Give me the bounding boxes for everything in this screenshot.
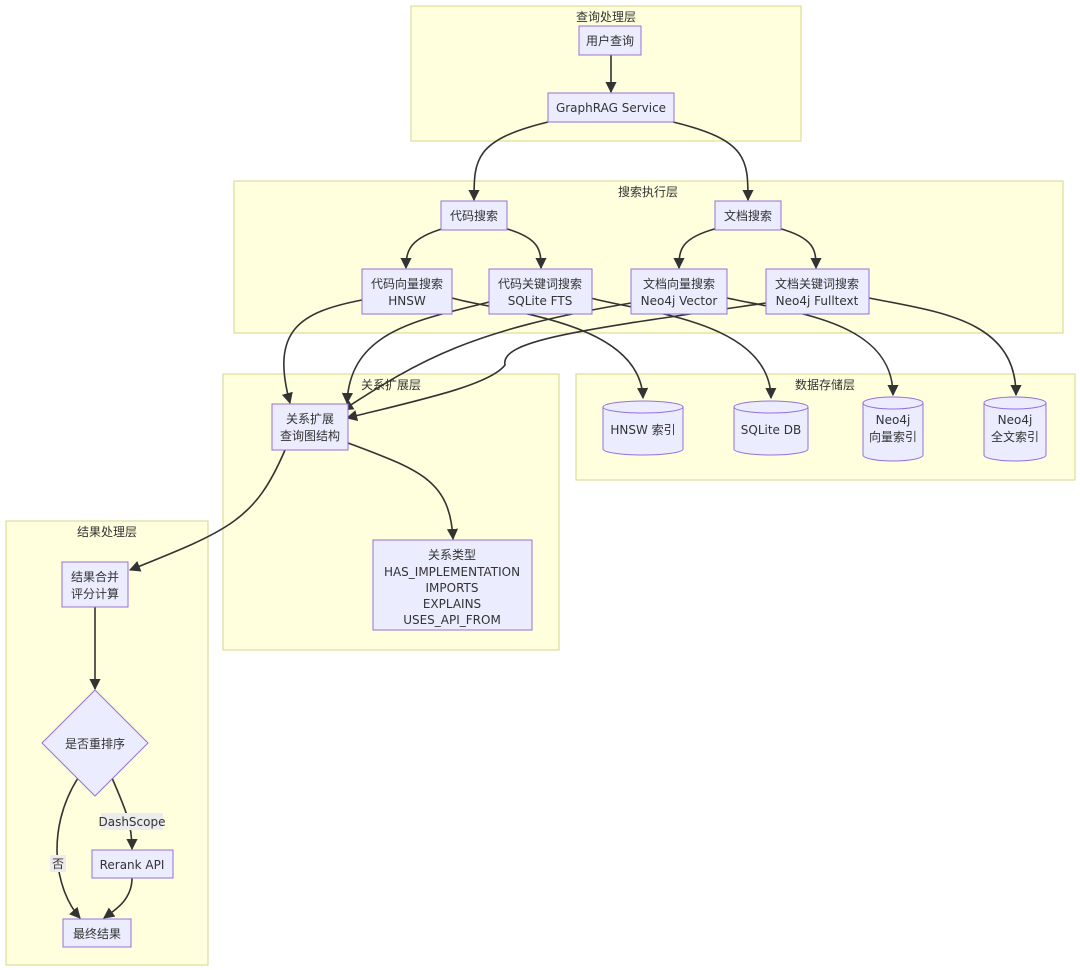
edge-rerank-to-final (103, 877, 133, 919)
node-sqlite-db-line-1: SQLite DB (741, 423, 801, 437)
node-user-query-line-1: 用户查询 (586, 33, 634, 48)
edge-relation-to-merge (128, 449, 286, 572)
edge-label-dashscope-text: DashScope (98, 815, 165, 829)
node-code-keyword-search-line-1: 代码关键词搜索 (498, 276, 582, 291)
node-relation-types-line-2: HAS_IMPLEMENTATION (384, 565, 520, 579)
edge-service-to-code-search (468, 121, 549, 202)
node-graphrag-service-line-1: GraphRAG Service (556, 101, 666, 115)
node-neo4j-vector-index-cylinder: Neo4j 向量索引 (862, 396, 924, 462)
edge-label-no-text: 否 (52, 857, 64, 871)
node-hnsw-index-line-1: HNSW 索引 (610, 423, 675, 437)
node-relation-types-line-3: IMPORTS (426, 581, 479, 595)
edge-code-vector-to-hnsw (451, 297, 649, 400)
cluster-title-search: 搜索执行层 (618, 184, 678, 199)
node-doc-keyword-search-line-2: Neo4j Fulltext (776, 294, 859, 308)
node-relation-types: 关系类型 HAS_IMPLEMENTATION IMPORTS EXPLAINS… (372, 539, 533, 631)
edge-code-keyword-to-relation (341, 301, 490, 405)
edge-doc-search-to-vector (673, 227, 719, 270)
node-doc-keyword-search-line-1: 文档关键词搜索 (775, 276, 859, 291)
node-code-keyword-search: 代码关键词搜索 SQLite FTS (488, 268, 593, 315)
node-doc-vector-search-line-1: 文档向量搜索 (643, 276, 715, 291)
node-merge-score-line-1: 结果合并 (71, 569, 119, 584)
node-doc-vector-search: 文档向量搜索 Neo4j Vector (630, 268, 728, 315)
node-neo4j-fulltext-index-line-1: Neo4j (998, 413, 1033, 427)
node-relation-types-line-4: EXPLAINS (423, 597, 481, 611)
node-code-search-line-1: 代码搜索 (450, 208, 498, 223)
node-relation-types-line-1: 关系类型 (428, 548, 476, 562)
cluster-title-storage: 数据存储层 (795, 377, 855, 392)
node-rerank-api: Rerank API (91, 849, 174, 879)
node-user-query: 用户查询 (578, 25, 642, 56)
node-hnsw-index-cylinder: HNSW 索引 (602, 400, 684, 456)
node-rerank-api-line-1: Rerank API (100, 858, 165, 872)
node-relation-expand-line-1: 关系扩展 (286, 412, 334, 426)
cluster-title-result: 结果处理层 (77, 525, 137, 539)
edge-label-dashscope: DashScope (98, 813, 166, 830)
node-doc-vector-search-line-2: Neo4j Vector (641, 294, 718, 308)
node-final-result-line-1: 最终结果 (73, 926, 121, 941)
node-neo4j-vector-index-line-2: 向量索引 (869, 429, 917, 444)
edge-doc-keyword-to-neo4j-fulltext (868, 297, 1022, 397)
node-relation-types-line-5: USES_API_FROM (403, 613, 501, 627)
node-code-vector-search: 代码向量搜索 HNSW (361, 268, 453, 315)
node-rerank-decision-line-1: 是否重排序 (65, 736, 125, 751)
node-neo4j-fulltext-index-line-2: 全文索引 (991, 429, 1039, 444)
node-code-vector-search-line-1: 代码向量搜索 (371, 276, 443, 291)
node-doc-search-line-1: 文档搜索 (724, 208, 772, 223)
node-doc-keyword-search: 文档关键词搜索 Neo4j Fulltext (765, 268, 870, 315)
node-code-keyword-search-line-2: SQLite FTS (508, 294, 573, 308)
edge-service-to-doc-search (672, 121, 754, 202)
node-code-vector-search-line-2: HNSW (388, 294, 426, 308)
node-neo4j-fulltext-index-cylinder: Neo4j 全文索引 (983, 396, 1047, 462)
edge-relation-to-types (347, 442, 459, 541)
node-relation-expand: 关系扩展 查询图结构 (271, 403, 349, 451)
edge-doc-vector-to-neo4j-vector (726, 297, 899, 397)
edge-code-keyword-to-sqlite (590, 297, 777, 400)
node-merge-score-line-2: 评分计算 (71, 586, 119, 601)
node-graphrag-service: GraphRAG Service (547, 92, 675, 123)
node-doc-search: 文档搜索 (714, 200, 782, 231)
edge-doc-keyword-to-relation (345, 302, 767, 422)
node-final-result: 最终结果 (62, 918, 132, 948)
node-neo4j-vector-index-line-1: Neo4j (876, 413, 911, 427)
node-merge-score: 结果合并 评分计算 (61, 561, 129, 608)
edge-label-no: 否 (50, 855, 66, 872)
edge-code-search-to-vector (400, 227, 446, 270)
node-sqlite-db-cylinder: SQLite DB (733, 400, 809, 456)
edge-doc-search-to-keyword (777, 227, 822, 270)
cluster-title-query: 查询处理层 (576, 10, 636, 24)
node-rerank-decision: 是否重排序 (41, 689, 149, 797)
edges (56, 55, 1022, 919)
edge-code-search-to-keyword (503, 227, 547, 270)
edge-code-vector-to-relation (281, 299, 363, 405)
node-relation-expand-line-2: 查询图结构 (280, 428, 340, 443)
node-code-search: 代码搜索 (440, 200, 508, 231)
